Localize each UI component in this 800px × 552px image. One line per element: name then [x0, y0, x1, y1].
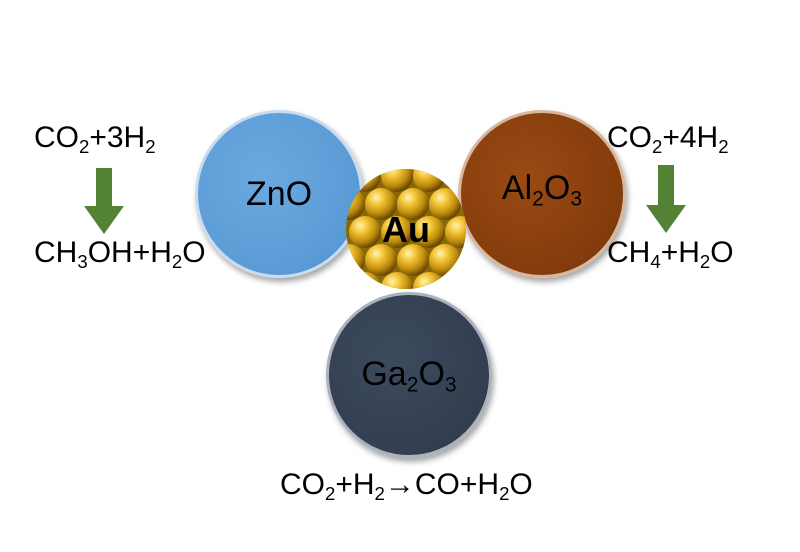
- equation-methanol-reactants: CO2+3H2: [34, 121, 156, 157]
- au-particle: Au: [346, 169, 466, 289]
- left-arrow-shape: [84, 168, 124, 234]
- ga2o3-label: Ga2O3: [361, 355, 457, 397]
- equation-methanol-products: CH3OH+H2O: [34, 236, 206, 272]
- al2o3-circle: Al2O3: [458, 110, 626, 278]
- down-arrow-icon: [646, 165, 686, 233]
- au-label: Au: [382, 209, 430, 250]
- ga2o3-circle: Ga2O3: [326, 292, 492, 458]
- zno-circle: ZnO: [195, 110, 363, 278]
- al2o3-label: Al2O3: [501, 169, 583, 211]
- equation-methane-products: CH4+H2O: [607, 236, 734, 272]
- equation-co-formation: CO2+H2→CO+H2O: [280, 468, 533, 504]
- right-arrow-shape: [646, 165, 686, 233]
- equation-methane-reactants: CO2+4H2: [607, 121, 729, 157]
- zno-label: ZnO: [245, 175, 313, 213]
- down-arrow-icon: [84, 168, 124, 234]
